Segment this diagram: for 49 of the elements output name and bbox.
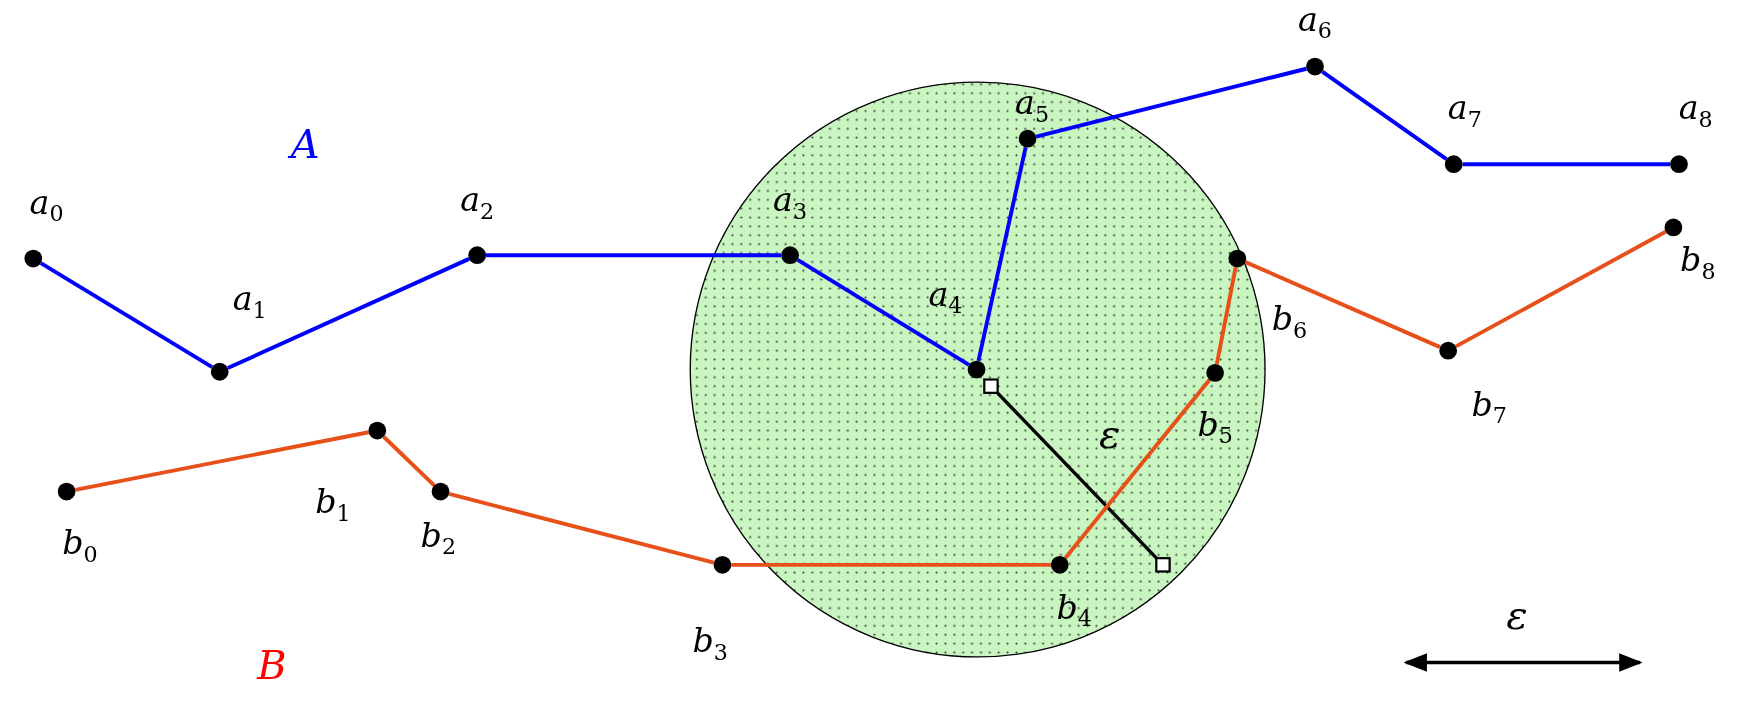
- polyline-segment: [976, 146, 1028, 362]
- polyline-segment: [382, 435, 436, 487]
- scale-label: ε: [1506, 595, 1528, 636]
- vertex-label: a$_{2}$: [460, 183, 495, 223]
- polyline-segment: [227, 257, 470, 370]
- vertex-label: b$_{0}$: [62, 526, 98, 566]
- polyline-segment: [39, 261, 214, 369]
- vertex-point: [468, 246, 487, 265]
- vertex-point: [431, 482, 450, 501]
- vertex-label: a$_{5}$: [1015, 86, 1049, 125]
- vertex-label: a$_{7}$: [1447, 91, 1482, 131]
- vertex-label: b$_{3}$: [692, 624, 728, 664]
- vertex-point: [24, 249, 43, 268]
- polyline-segment: [1035, 66, 1307, 139]
- polyline-segment: [731, 562, 1051, 567]
- polyline-segment: [796, 258, 970, 367]
- polyline-segment: [448, 491, 715, 565]
- vertex-label: a$_{8}$: [1678, 91, 1713, 131]
- radius-label: ε: [1099, 415, 1121, 455]
- vertex-label: a$_{6}$: [1298, 2, 1332, 42]
- polyline-segment: [1455, 230, 1667, 349]
- vertex-point: [1670, 155, 1688, 174]
- vertex-point: [1439, 341, 1458, 360]
- polyline-segment: [74, 430, 369, 492]
- set-name-label: B: [257, 645, 287, 686]
- vertex-label: b$_{7}$: [1471, 387, 1507, 427]
- vertex-point: [713, 555, 732, 574]
- vertex-label: a$_{3}$: [773, 183, 808, 223]
- vertex-point: [1664, 218, 1683, 237]
- polyline-segment: [1462, 162, 1671, 167]
- vertex-label: b$_{5}$: [1197, 407, 1233, 447]
- vertex-label: a$_{4}$: [928, 278, 963, 317]
- vertex-label: b$_{8}$: [1680, 243, 1716, 283]
- vertex-label: b$_{2}$: [420, 518, 457, 558]
- vertex-label: b$_{6}$: [1271, 302, 1308, 342]
- vertex-label: a$_{0}$: [29, 185, 64, 225]
- polyline-segment: [1063, 378, 1212, 560]
- vertex-point: [368, 421, 387, 440]
- polyline-segment: [486, 253, 782, 258]
- polyline-segment: [1244, 260, 1441, 349]
- vertex-point: [1306, 57, 1324, 76]
- polyline-segment: [1321, 70, 1448, 161]
- vertex-point: [210, 362, 229, 381]
- vertex-label: b$_{1}$: [315, 485, 351, 525]
- polyline-segment: [1214, 266, 1238, 365]
- vertex-label: b$_{4}$: [1056, 590, 1092, 630]
- vertex-label: a$_{1}$: [232, 282, 267, 322]
- vertex-point: [1444, 155, 1463, 174]
- vertex-point: [57, 482, 76, 501]
